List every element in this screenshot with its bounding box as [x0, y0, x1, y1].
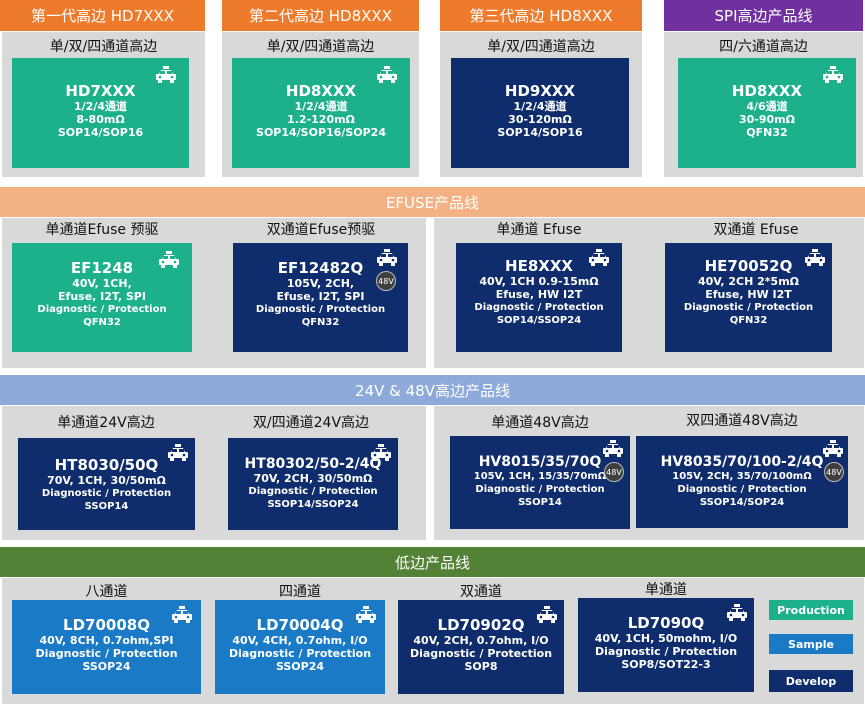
band-hv: 24V & 48V高边产品线	[0, 375, 865, 405]
subtitle-gen2: 单/双/四通道高边	[266, 39, 375, 55]
subtitle-efuse-2: 双通道Efuse预驱	[266, 222, 376, 238]
card-ht80302[interactable]: HT80302/50-2/4Q 70V, 2CH, 30/50mΩ Diagno…	[228, 438, 398, 530]
card-hd8xxx[interactable]: HD8XXX 1/2/4通道 1.2-120mΩ SOP14/SOP16/SOP…	[232, 58, 410, 168]
card-name: HD8XXX	[731, 82, 803, 100]
car-icon	[804, 249, 826, 267]
48v-badge: 48V	[376, 271, 396, 291]
subtitle-low-4: 单通道	[645, 582, 687, 598]
card-hd9xxx[interactable]: HD9XXX 1/2/4通道 30-120mΩ SOP14/SOP16	[451, 58, 629, 168]
subtitle-gen3: 单/双/四通道高边	[487, 39, 595, 55]
band-efuse: EFUSE产品线	[0, 187, 865, 217]
header-spi: SPI高边产品线	[664, 0, 863, 31]
car-icon	[376, 66, 398, 84]
card-ld7090q[interactable]: LD7090Q 40V, 1CH, 50mohm, I/O Diagnostic…	[578, 598, 754, 692]
car-icon	[167, 444, 189, 462]
car-icon	[726, 604, 748, 622]
car-icon	[376, 249, 398, 267]
header-gen3: 第三代高边 HD8XXX	[440, 0, 642, 31]
subtitle-low-2: 四通道	[279, 584, 321, 600]
card-name: LD70004Q	[256, 616, 344, 634]
car-icon	[602, 440, 624, 458]
header-gen1: 第一代高边 HD7XXX	[0, 0, 205, 31]
card-name: LD7090Q	[627, 614, 705, 632]
card-he8xxx[interactable]: HE8XXX 40V, 1CH 0.9-15mΩ Efuse, HW I2T D…	[456, 243, 622, 352]
card-name: HE70052Q	[704, 257, 793, 275]
card-name: EF1248	[70, 259, 134, 277]
card-name: HD7XXX	[65, 82, 136, 100]
subtitle-hv-3: 单通道48V高边	[491, 415, 589, 431]
card-hv8015[interactable]: 48V HV8015/35/70Q 105V, 1CH, 15/35/70mΩ …	[450, 436, 630, 529]
48v-badge: 48V	[824, 462, 844, 482]
car-icon	[370, 444, 392, 462]
subtitle-gen1: 单/双/四通道高边	[49, 39, 158, 55]
header-gen2: 第二代高边 HD8XXX	[222, 0, 419, 31]
legend-develop: Develop	[769, 670, 853, 692]
card-name: HT8030/50Q	[54, 456, 159, 474]
card-name: HT80302/50-2/4Q	[244, 456, 382, 472]
legend-production: Production	[769, 600, 853, 620]
car-icon	[171, 606, 193, 624]
card-ld70902q[interactable]: LD70902Q 40V, 2CH, 0.7ohm, I/O Diagnosti…	[398, 600, 564, 694]
car-icon	[155, 66, 177, 84]
subtitle-hv-4: 双四通道48V高边	[686, 413, 798, 429]
card-name: HV8015/35/70Q	[478, 454, 602, 470]
subtitle-hv-2: 双/四通道24V高边	[252, 415, 370, 431]
subtitle-spi: 四/六通道高边	[719, 39, 808, 55]
card-ld70008q[interactable]: LD70008Q 40V, 8CH, 0.7ohm,SPI Diagnostic…	[12, 600, 201, 694]
subtitle-low-1: 八通道	[85, 584, 128, 600]
car-icon	[355, 606, 377, 624]
card-ht8030[interactable]: HT8030/50Q 70V, 1CH, 30/50mΩ Diagnostic …	[18, 438, 195, 530]
car-icon	[158, 251, 180, 269]
card-name: HD9XXX	[504, 82, 576, 100]
subtitle-efuse-1: 单通道Efuse 预驱	[45, 222, 159, 238]
subtitle-efuse-3: 单通道 Efuse	[496, 222, 582, 238]
band-low: 低边产品线	[0, 547, 865, 577]
card-he70052q[interactable]: HE70052Q 40V, 2CH 2*5mΩ Efuse, HW I2T Di…	[665, 243, 832, 352]
car-icon	[822, 440, 844, 458]
subtitle-low-3: 双通道	[460, 584, 502, 600]
card-name: HE8XXX	[505, 257, 573, 275]
car-icon	[536, 606, 558, 624]
card-name: HD8XXX	[285, 82, 357, 100]
card-name: LD70902Q	[437, 616, 525, 634]
car-icon	[822, 66, 844, 84]
card-hv8035[interactable]: 48V HV8035/70/100-2/4Q 105V, 2CH, 35/70/…	[636, 436, 848, 528]
card-hd7xxx[interactable]: HD7XXX 1/2/4通道 8-80mΩ SOP14/SOP16	[12, 58, 189, 168]
subtitle-efuse-4: 双通道 Efuse	[713, 222, 799, 238]
card-spi-hd8xxx[interactable]: HD8XXX 4/6通道 30-90mΩ QFN32	[678, 58, 856, 168]
card-name: HV8035/70/100-2/4Q	[660, 454, 824, 470]
card-ef12482q[interactable]: 48V EF12482Q 105V, 2CH, Efuse, I2T, SPI …	[233, 243, 408, 352]
subtitle-hv-1: 单通道24V高边	[57, 415, 155, 431]
legend-sample: Sample	[769, 634, 853, 654]
card-name: EF12482Q	[277, 259, 364, 277]
card-name: LD70008Q	[63, 616, 150, 634]
card-ef1248[interactable]: EF1248 40V, 1CH, Efuse, I2T, SPI Diagnos…	[12, 243, 192, 352]
car-icon	[588, 249, 610, 267]
card-ld70004q[interactable]: LD70004Q 40V, 4CH, 0.7ohm, I/O Diagnosti…	[215, 600, 385, 694]
48v-badge: 48V	[604, 462, 624, 482]
